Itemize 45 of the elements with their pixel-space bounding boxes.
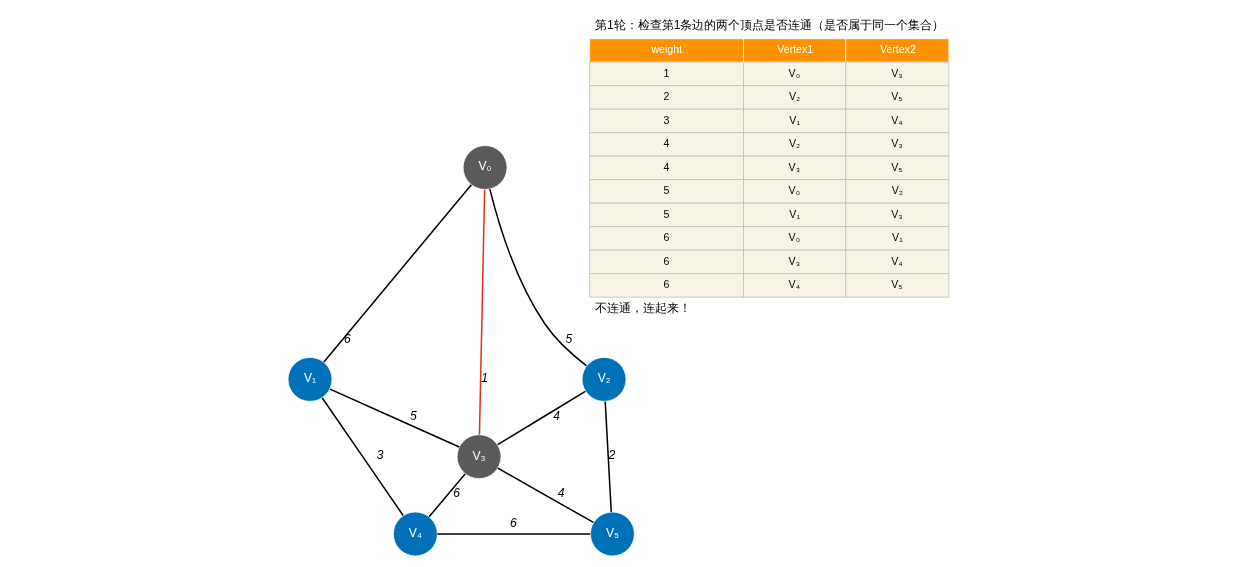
label: 3 [663, 113, 670, 126]
label: V₀ [788, 231, 801, 244]
label: 1 [663, 66, 670, 79]
label: 4 [663, 137, 670, 150]
label: V₃ [788, 160, 801, 173]
label: V₃ [891, 207, 903, 220]
edge-label: 5 [410, 409, 417, 424]
label: V₀ [788, 184, 801, 197]
label: V₄ [891, 254, 903, 267]
label: 5 [663, 207, 670, 220]
label: 6 [663, 231, 670, 244]
edge-label: 3 [376, 447, 384, 462]
edge-label: 5 [565, 331, 573, 346]
label: V₅ [891, 90, 903, 103]
label: V₃ [891, 66, 903, 79]
label: V₅ [891, 278, 903, 291]
edge-label: 6 [344, 331, 351, 346]
label: V₁ [892, 231, 903, 244]
label: 4 [663, 160, 670, 173]
label: V₁ [789, 207, 801, 220]
edge-label: 4 [557, 486, 565, 501]
label: 2 [663, 90, 670, 103]
label: V₄ [788, 278, 801, 291]
label: 第1轮：检查第1条边的两个顶点是否连通（是否属于同一个集合） [594, 18, 945, 33]
label: V₄ [891, 113, 903, 126]
label: 5 [663, 184, 670, 197]
label: V₃ [891, 137, 903, 150]
label: V₀ [788, 66, 801, 79]
label: 不连通，连起来！ [594, 301, 691, 316]
label: V₁ [789, 113, 801, 126]
edge-label: 6 [510, 516, 517, 531]
label: V₅ [891, 160, 903, 173]
label: Vertex2 [879, 43, 916, 56]
label: V₂ [788, 137, 801, 150]
label: weight [651, 43, 683, 56]
edge-label: 6 [453, 486, 460, 501]
edge-label: 1 [481, 370, 489, 385]
label: Vertex1 [777, 43, 814, 56]
label: V₃ [788, 254, 801, 267]
label: 6 [663, 278, 670, 291]
label: V₂ [788, 90, 801, 103]
edge-label: 2 [608, 447, 616, 462]
edge-label: 4 [553, 409, 561, 424]
label: 6 [663, 254, 670, 267]
label: V₂ [891, 184, 903, 197]
